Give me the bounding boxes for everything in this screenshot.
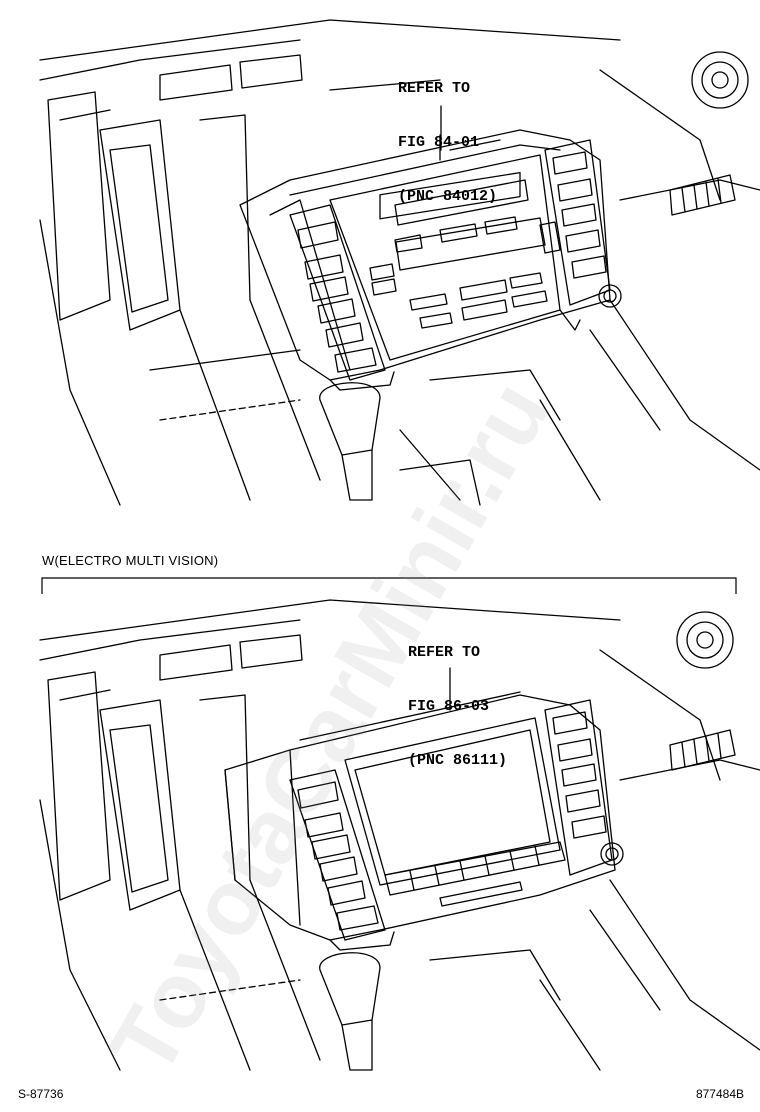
audio-climate-unit	[239, 129, 622, 391]
top-callout-line2: FIG 84-01	[398, 134, 480, 151]
round-vent	[676, 611, 734, 669]
footer-right-code: 877484B	[695, 1087, 744, 1101]
dashboard-outline	[39, 599, 760, 1071]
section-label: W(ELECTRO MULTI VISION)	[42, 553, 219, 568]
shift-lever	[319, 382, 481, 506]
bottom-callout-line1: REFER TO	[408, 644, 481, 661]
bottom-callout: REFER TO FIG 86-03 (PNC 86111)	[408, 608, 507, 788]
section-bracket	[41, 577, 737, 594]
bottom-callout-line2: FIG 86-03	[408, 698, 490, 715]
top-callout: REFER TO FIG 84-01 (PNC 84012)	[398, 44, 497, 224]
bottom-callout-line3: (PNC 86111)	[408, 752, 508, 769]
dashboard-outline	[39, 19, 760, 506]
top-callout-line1: REFER TO	[398, 80, 471, 97]
shift-lever	[319, 952, 381, 1071]
top-diagram	[0, 0, 760, 520]
bottom-diagram	[0, 580, 760, 1080]
top-callout-line3: (PNC 84012)	[398, 188, 498, 205]
emv-display-unit	[224, 691, 624, 951]
side-vent	[669, 729, 736, 771]
side-vent	[669, 174, 736, 216]
footer-left-code: S-87736	[18, 1087, 64, 1101]
round-vent	[691, 51, 749, 109]
